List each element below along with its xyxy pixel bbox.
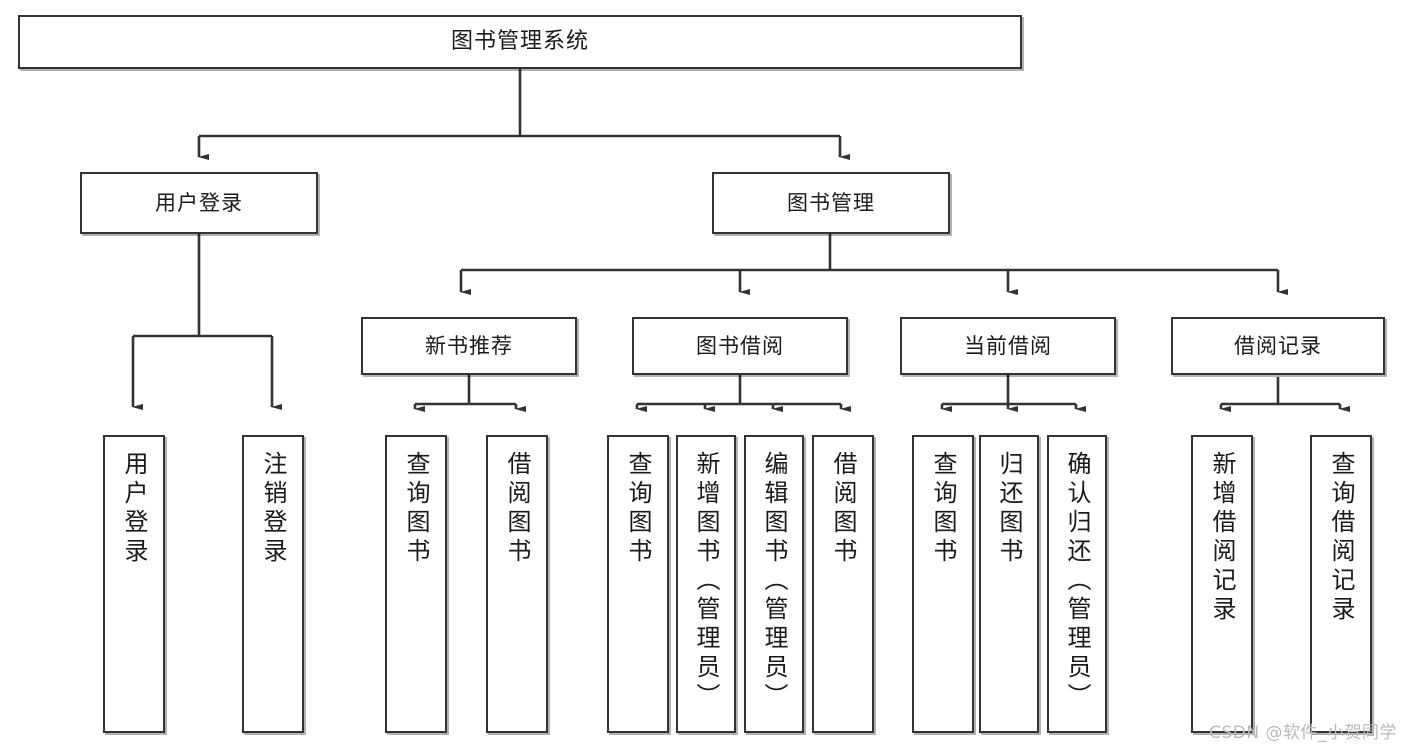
watermark: CSDN @软件_小贺同学 (1209, 723, 1397, 743)
node-book-manage-label: 图书管理 (787, 190, 875, 215)
leaf-query-book-1[interactable]: 查询图书 (385, 435, 447, 733)
node-current-borrow[interactable]: 当前借阅 (900, 317, 1116, 375)
leaf-confirm-return-label: 确认归还（管理员） (1063, 451, 1091, 712)
node-user-login-label: 用户登录 (155, 190, 243, 215)
leaf-user-logout-label: 注销登录 (259, 451, 287, 567)
leaf-edit-book[interactable]: 编辑图书（管理员） (744, 435, 804, 733)
node-root-label: 图书管理系统 (450, 29, 589, 55)
leaf-add-book-label: 新增图书（管理员） (692, 451, 720, 712)
node-borrow-record[interactable]: 借阅记录 (1171, 317, 1385, 375)
node-current-borrow-label: 当前借阅 (964, 333, 1052, 358)
leaf-user-login[interactable]: 用户登录 (103, 435, 165, 733)
leaf-query-book-2-label: 查询图书 (624, 451, 652, 567)
leaf-user-login-label: 用户登录 (120, 451, 148, 567)
leaf-borrow-book-2[interactable]: 借阅图书 (812, 435, 874, 733)
node-book-borrow-label: 图书借阅 (696, 333, 784, 358)
node-book-borrow[interactable]: 图书借阅 (632, 317, 848, 375)
leaf-return-book-label: 归还图书 (995, 451, 1023, 567)
leaf-borrow-book-1[interactable]: 借阅图书 (486, 435, 548, 733)
leaf-query-book-3[interactable]: 查询图书 (912, 435, 974, 733)
leaf-add-record-label: 新增借阅记录 (1208, 451, 1236, 625)
leaf-add-record[interactable]: 新增借阅记录 (1191, 435, 1253, 733)
node-user-login[interactable]: 用户登录 (80, 172, 318, 234)
leaf-edit-book-label: 编辑图书（管理员） (760, 451, 788, 712)
leaf-return-book[interactable]: 归还图书 (979, 435, 1039, 733)
leaf-confirm-return[interactable]: 确认归还（管理员） (1047, 435, 1107, 733)
leaf-user-logout[interactable]: 注销登录 (242, 435, 304, 733)
leaf-borrow-book-1-label: 借阅图书 (503, 451, 531, 567)
leaf-query-book-3-label: 查询图书 (929, 451, 957, 567)
leaf-query-record-label: 查询借阅记录 (1327, 451, 1355, 625)
node-book-manage[interactable]: 图书管理 (712, 172, 950, 234)
node-new-book-rec[interactable]: 新书推荐 (361, 317, 577, 375)
node-new-book-rec-label: 新书推荐 (425, 333, 513, 358)
node-root[interactable]: 图书管理系统 (18, 15, 1022, 69)
leaf-query-record[interactable]: 查询借阅记录 (1310, 435, 1372, 733)
leaf-add-book[interactable]: 新增图书（管理员） (676, 435, 736, 733)
leaf-query-book-1-label: 查询图书 (402, 451, 430, 567)
node-borrow-record-label: 借阅记录 (1234, 333, 1322, 358)
leaf-query-book-2[interactable]: 查询图书 (607, 435, 669, 733)
leaf-borrow-book-2-label: 借阅图书 (829, 451, 857, 567)
